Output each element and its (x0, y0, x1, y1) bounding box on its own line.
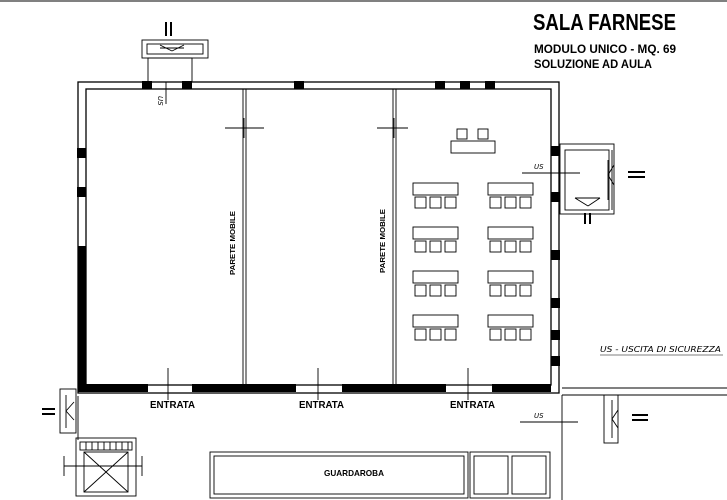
cloakroom-label: GUARDAROBA (324, 468, 384, 478)
desk-row-2 (412, 226, 534, 253)
legend: US - USCITA DI SICUREZZA (600, 345, 723, 356)
desk-row-3 (412, 270, 534, 297)
emergency-exit-top: US (141, 22, 209, 106)
partition-label-left: PARETE MOBILE (228, 211, 237, 275)
legend-text: US - USCITA DI SICUREZZA (600, 345, 721, 354)
mobile-partitions: PARETE MOBILE PARETE MOBILE (225, 89, 408, 385)
teacher-desk (450, 128, 496, 154)
emergency-exit-right: US (522, 143, 645, 224)
plan-title: SALA FARNESE (533, 9, 676, 35)
exit-label-top: US (156, 96, 164, 106)
exit-label-right: US (534, 163, 544, 171)
entrances: ENTRATA ENTRATA ENTRATA (150, 368, 495, 411)
student-desks (412, 182, 534, 341)
desk-row-1 (412, 182, 534, 209)
stair-block (63, 437, 143, 497)
plan-subtitle-layout: SOLUZIONE AD AULA (534, 59, 652, 71)
entrance-label-3: ENTRATA (450, 400, 495, 411)
desk-row-4 (412, 314, 534, 341)
cloakroom: GUARDAROBA (209, 451, 551, 499)
exit-label-bottom: US (534, 412, 544, 420)
entrance-label-2: ENTRATA (299, 400, 344, 411)
emergency-exit-left (42, 388, 77, 434)
corridor-walls (77, 387, 727, 500)
room-walls (77, 81, 560, 394)
plan-subtitle-module: MODULO UNICO - MQ. 69 (534, 44, 676, 56)
entrance-label-1: ENTRATA (150, 400, 195, 411)
title-block: SALA FARNESE MODULO UNICO - MQ. 69 SOLUZ… (533, 9, 676, 71)
emergency-exit-bottom-right: US (520, 394, 648, 444)
partition-label-right: PARETE MOBILE (378, 209, 387, 273)
